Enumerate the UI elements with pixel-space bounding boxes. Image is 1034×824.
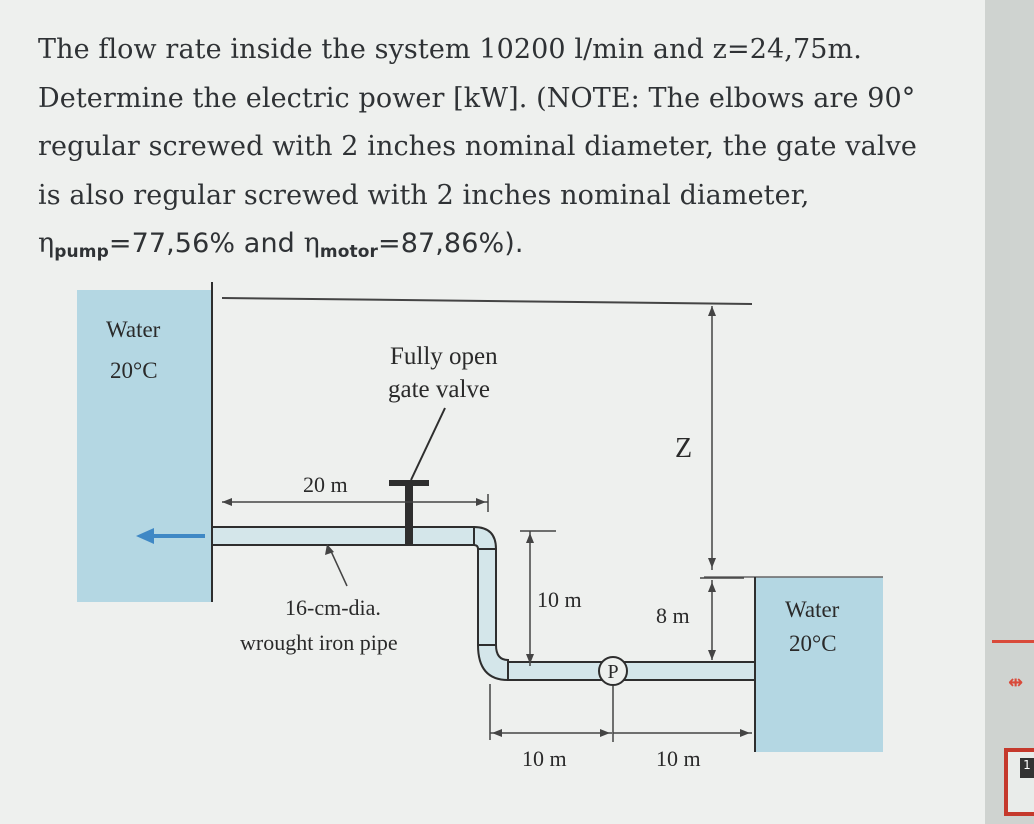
pump-efficiency: =77,56% and [108,228,304,259]
lower-elbow [476,644,509,682]
dim-z-label: Z [675,433,692,464]
problem-line-1: The flow rate inside the system 10200 l/… [38,34,862,65]
problem-line-5: ηpump=77,56% and ηmotor=87,86%). [38,220,938,269]
problem-statement: The flow rate inside the system 10200 l/… [38,26,938,269]
dim-10m-vertical-label: 10 m [537,587,582,612]
left-reservoir [77,290,212,602]
sidebar [985,0,1034,824]
collapse-icon[interactable]: ⇹ [1008,672,1024,693]
valve-label-line1: Fully open [390,343,498,370]
dim-8m-label: 8 m [656,603,690,628]
vertical-pipe [477,548,497,646]
pipe-label-line2: wrought iron pipe [240,630,398,655]
pipe-label-line1: 16-cm-dia. [285,595,381,620]
dim-10m-bottom-left-label: 10 m [522,746,567,771]
eta-symbol: η [38,228,55,259]
lower-horizontal-pipe [507,661,756,681]
flow-arrow-head [136,528,154,544]
gate-valve-handle [389,480,429,486]
problem-line-2: Determine the electric power [kW]. (NOTE… [38,82,916,114]
problem-line-4: is also regular screwed with 2 inches no… [38,179,810,211]
pipe-leader-line [329,548,348,587]
sidebar-accent-line [992,640,1034,643]
dim-20m-label: 20 m [303,472,348,497]
upper-water-level-line [221,297,753,305]
sidebar-badge: 1 [1020,758,1034,778]
right-tank-label-temp: 20°C [789,631,837,656]
pump-label: P [607,661,618,683]
motor-efficiency: =87,86%). [377,228,524,259]
left-tank-label-water: Water [106,317,161,342]
dim-10m-bottom-right-label: 10 m [656,746,701,771]
left-tank-label-temp: 20°C [110,358,158,383]
valve-leader-line [410,407,446,481]
valve-label-line2: gate valve [388,376,490,403]
upper-horizontal-pipe [211,526,475,546]
upper-elbow [473,525,498,550]
pump [598,656,628,686]
right-tank-label-water: Water [785,597,840,622]
eta-symbol-2: η [303,228,320,259]
pipe-system-diagram: P 20 m 10 m Z 8 m 10 m 10 m Water 20°C F… [77,282,883,771]
problem-line-3: regular screwed with 2 inches nominal di… [38,131,918,162]
gate-valve [405,484,413,544]
pump-subscript: pump [54,242,109,262]
right-reservoir [755,577,883,752]
motor-subscript: motor [319,242,378,262]
